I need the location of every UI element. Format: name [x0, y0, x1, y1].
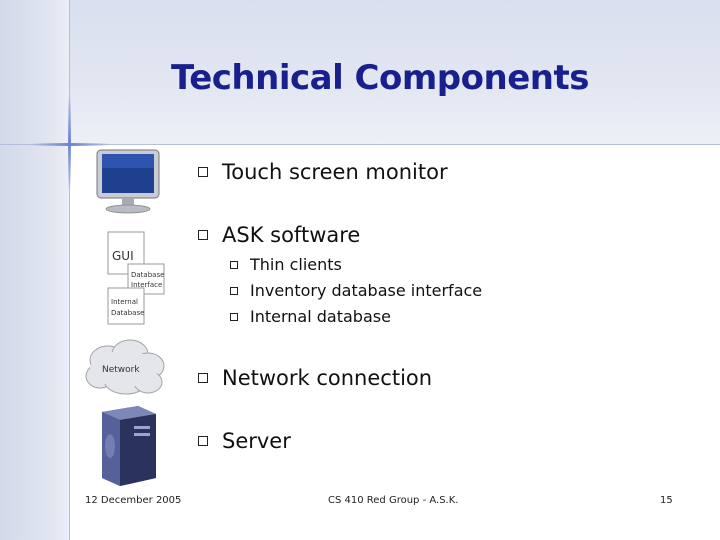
sub-bullet-internal-database: Internal database: [230, 307, 391, 326]
interface-label: Interface: [131, 281, 162, 289]
bullet-text: ASK software: [222, 223, 361, 247]
bullet-ask-software: ASK software: [198, 223, 360, 247]
sub-bullet-thin-clients: Thin clients: [230, 255, 342, 274]
vertical-rule: [69, 0, 70, 540]
slide-left-band: [0, 0, 70, 540]
slide-header-background: [0, 0, 720, 145]
horizontal-rule: [0, 144, 720, 145]
software-documents-icon: GUI Database Interface Internal Database: [107, 231, 165, 325]
database-label: Database: [131, 271, 164, 279]
footer-date: 12 December 2005: [85, 495, 182, 506]
checkbox-bullet-icon: [230, 286, 238, 295]
checkbox-bullet-icon: [230, 312, 238, 321]
bullet-touch-screen-monitor: Touch screen monitor: [198, 160, 448, 184]
bullet-text: Server: [222, 429, 291, 453]
internal-label: Internal: [111, 298, 138, 306]
slide-title: Technical Components: [171, 58, 589, 98]
gui-label: GUI: [112, 249, 134, 263]
server-icon: [102, 406, 156, 486]
sub-bullet-inventory-database-interface: Inventory database interface: [230, 281, 482, 300]
sub-bullet-text: Thin clients: [250, 255, 342, 274]
internal-database-label: Database: [111, 309, 144, 317]
network-cloud-icon: Network: [85, 339, 165, 395]
checkbox-bullet-icon: [198, 167, 208, 177]
footer-page-number: 15: [660, 495, 673, 506]
flare-vertical: [68, 95, 71, 190]
checkbox-bullet-icon: [198, 373, 208, 383]
bullet-text: Network connection: [222, 366, 433, 390]
monitor-icon: [96, 149, 160, 214]
sub-bullet-text: Inventory database interface: [250, 281, 483, 300]
flare-horizontal: [30, 143, 110, 146]
checkbox-bullet-icon: [198, 230, 208, 240]
network-label: Network: [102, 365, 140, 375]
bullet-network-connection: Network connection: [198, 366, 432, 390]
checkbox-bullet-icon: [230, 260, 238, 269]
sub-bullet-text: Internal database: [250, 307, 391, 326]
footer-center: CS 410 Red Group - A.S.K.: [328, 495, 459, 506]
bullet-server: Server: [198, 429, 291, 453]
checkbox-bullet-icon: [198, 436, 208, 446]
bullet-text: Touch screen monitor: [222, 160, 448, 184]
